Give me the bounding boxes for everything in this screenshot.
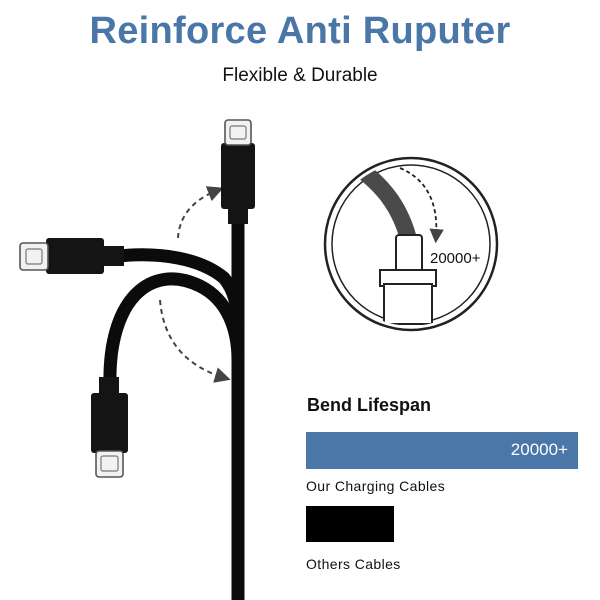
bend-arrow-down bbox=[159, 299, 231, 383]
other-cables-caption: Others Cables bbox=[306, 556, 401, 572]
our-cables-caption: Our Charging Cables bbox=[306, 478, 446, 494]
left-cable bbox=[19, 238, 245, 331]
bend-arrow-up bbox=[177, 186, 224, 239]
vertical-cable bbox=[221, 119, 255, 600]
page-subtitle: Flexible & Durable bbox=[222, 65, 378, 86]
inset-count-label: 20000+ bbox=[430, 250, 481, 267]
loop-cable bbox=[91, 272, 245, 478]
bend-test-inset: 20000+ bbox=[323, 156, 499, 332]
our-cables-bar: 20000+ bbox=[306, 432, 578, 469]
our-cables-value: 20000+ bbox=[510, 440, 568, 459]
page-title: Reinforce Anti Ruputer bbox=[89, 10, 511, 52]
bend-lifespan-title: Bend Lifespan bbox=[307, 395, 432, 415]
other-cables-bar bbox=[306, 506, 394, 542]
